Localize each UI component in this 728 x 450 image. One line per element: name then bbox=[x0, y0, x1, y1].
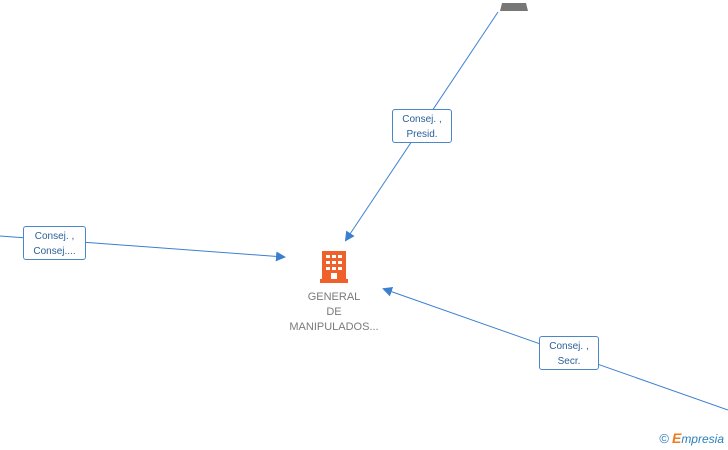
company-name-line: MANIPULADOS... bbox=[289, 321, 379, 333]
company-name-line: GENERAL bbox=[307, 291, 361, 303]
company-name: GENERAL DE MANIPULADOS... bbox=[278, 290, 390, 335]
relation-label-line: Consej. , bbox=[402, 114, 442, 125]
empresia-watermark: © Empresia bbox=[659, 430, 724, 446]
relation-label-line: Consej. , bbox=[34, 231, 75, 242]
building-icon bbox=[320, 251, 348, 283]
company-name-line: DE bbox=[326, 306, 342, 318]
relation-label-top[interactable]: Consej. , Presid. bbox=[392, 109, 452, 143]
copyright-icon: © bbox=[659, 430, 669, 446]
relation-label-left[interactable]: Consej. , Consej.... bbox=[23, 226, 86, 260]
person-icon bbox=[500, 3, 528, 11]
relation-label-line: Presid. bbox=[406, 129, 438, 140]
relation-label-line: Consej. , bbox=[549, 341, 589, 352]
relation-label-bottom-right[interactable]: Consej. , Secr. bbox=[539, 336, 599, 370]
relation-label-line: Consej.... bbox=[33, 246, 76, 257]
brand-logo: Empresia bbox=[671, 430, 724, 446]
company-node[interactable]: GENERAL DE MANIPULADOS... bbox=[278, 249, 390, 335]
relation-label-line: Secr. bbox=[557, 356, 581, 367]
person-node-top[interactable] bbox=[500, 0, 528, 11]
